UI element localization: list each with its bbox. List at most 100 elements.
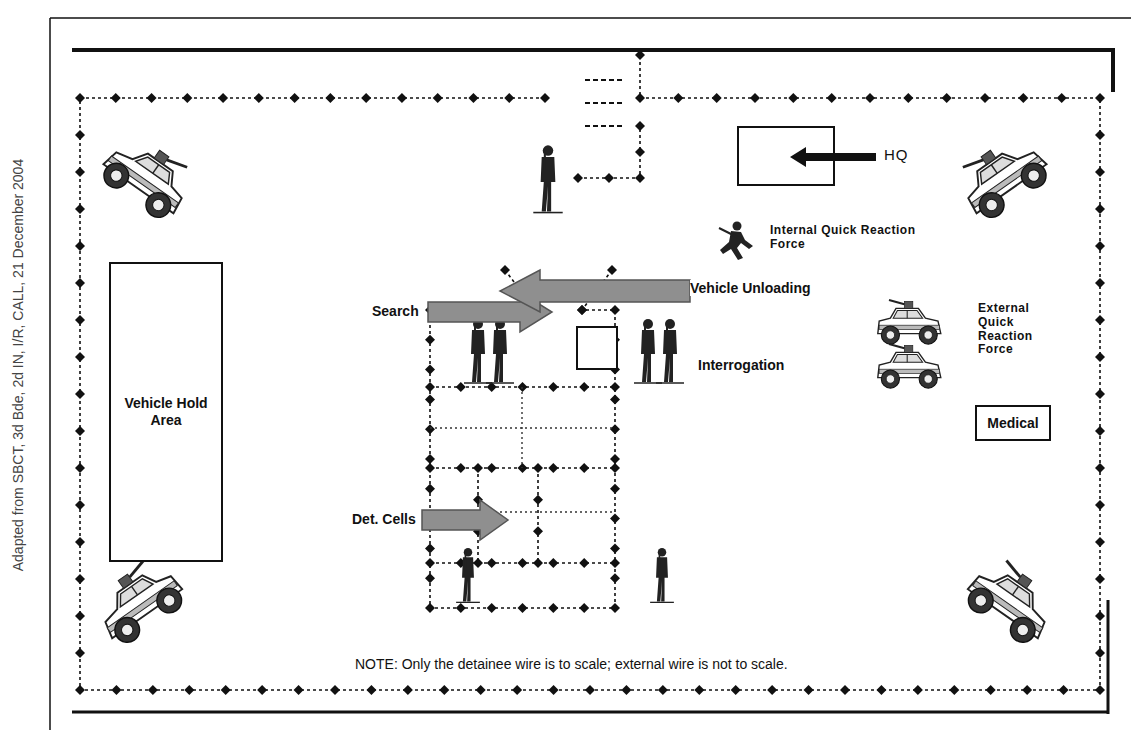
wire-picket [476, 685, 486, 695]
wire-picket [425, 543, 435, 553]
wire-picket [425, 463, 435, 473]
area-label: Vehicle Unloading [690, 280, 811, 296]
entrance-barrier [585, 80, 622, 126]
wire-picket [75, 241, 85, 251]
area-label: External Quick Reaction Force [978, 302, 1048, 357]
wire-picket [604, 173, 614, 183]
wire-picket [621, 685, 631, 695]
wire-picket [75, 93, 85, 103]
wire-picket [750, 93, 760, 103]
wire-picket [548, 382, 558, 392]
wire-picket [533, 558, 543, 568]
wire-picket [610, 382, 620, 392]
wire-picket [403, 685, 413, 695]
block-arrow [422, 270, 690, 540]
wire-picket [986, 685, 996, 695]
wire-picket [949, 685, 959, 695]
wire-picket [254, 93, 264, 103]
runner-symbol [719, 222, 753, 261]
wire-picket [533, 463, 543, 473]
wire-picket [573, 173, 583, 183]
wire-picket [1095, 537, 1105, 547]
wire-picket [487, 603, 497, 613]
wire-picket [658, 685, 668, 695]
wire-picket [257, 685, 267, 695]
wire-picket [330, 685, 340, 695]
wire-picket [610, 603, 620, 613]
wire-picket [840, 685, 850, 695]
guard-symbol [634, 319, 662, 383]
wire-picket [425, 484, 435, 494]
wire-picket [607, 265, 617, 275]
area-label: Search [372, 303, 419, 319]
wire-picket [610, 305, 620, 315]
wire-picket [75, 278, 85, 288]
wire-picket [1095, 500, 1105, 510]
wire-picket [75, 500, 85, 510]
wire-picket [1095, 204, 1105, 214]
wire-picket [361, 93, 371, 103]
wire-picket [75, 426, 85, 436]
wire-picket [433, 93, 443, 103]
humvee-symbol [960, 552, 1064, 650]
wire-picket [1095, 685, 1105, 695]
guard-symbol [486, 319, 514, 383]
wire-picket [366, 685, 376, 695]
wire-picket [425, 573, 435, 583]
wire-picket [610, 484, 620, 494]
wire-picket [635, 147, 645, 157]
area-label: Det. Cells [352, 511, 416, 527]
wire-picket [610, 543, 620, 553]
wire-picket [456, 463, 466, 473]
wire-picket [184, 685, 194, 695]
wire-picket [549, 685, 559, 695]
wire-picket [487, 463, 497, 473]
wire-picket [75, 167, 85, 177]
holding-square [577, 327, 617, 369]
wire-picket [473, 463, 483, 473]
wire-picket [913, 685, 923, 695]
wire-picket [548, 463, 558, 473]
wire-picket [504, 93, 514, 103]
humvee-symbol [878, 300, 941, 344]
wire-picket [75, 611, 85, 621]
wire-picket [500, 265, 510, 275]
guard-symbol [650, 548, 674, 602]
wire-picket [1095, 278, 1105, 288]
wire-picket [425, 603, 435, 613]
wire-picket [712, 93, 722, 103]
wire-picket [439, 685, 449, 695]
wire-picket [980, 93, 990, 103]
wire-picket [942, 93, 952, 103]
area-label: Internal Quick Reaction Force [770, 224, 935, 252]
area-label: HQ [884, 146, 909, 163]
wire-picket [533, 495, 543, 505]
wire-picket [827, 93, 837, 103]
source-credit: Adapted from SBCT, 3d Bde, 2d IN, I/R, C… [10, 159, 26, 571]
area-box: Medical [975, 405, 1051, 441]
wire-picket [865, 93, 875, 103]
wire-picket [221, 685, 231, 695]
wire-obstacles [75, 50, 1105, 695]
wire-picket [635, 93, 645, 103]
wire-picket [147, 93, 157, 103]
wire-picket [487, 558, 497, 568]
wire-picket [635, 121, 645, 131]
wire-picket [548, 558, 558, 568]
area-label: Interrogation [698, 357, 784, 373]
wire-picket [468, 93, 478, 103]
wire-picket [694, 685, 704, 695]
wire-picket [579, 382, 589, 392]
wire-picket [610, 454, 620, 464]
wire-picket [1095, 611, 1105, 621]
humvee-symbol [86, 552, 190, 650]
wire-picket [1095, 241, 1105, 251]
wire-picket [75, 315, 85, 325]
wire-picket [540, 93, 550, 103]
guard-symbol [464, 319, 492, 383]
wire-picket [473, 558, 483, 568]
wire-picket [876, 685, 886, 695]
wire-picket [579, 463, 589, 473]
wire-picket [518, 558, 528, 568]
wire-picket [425, 335, 435, 345]
